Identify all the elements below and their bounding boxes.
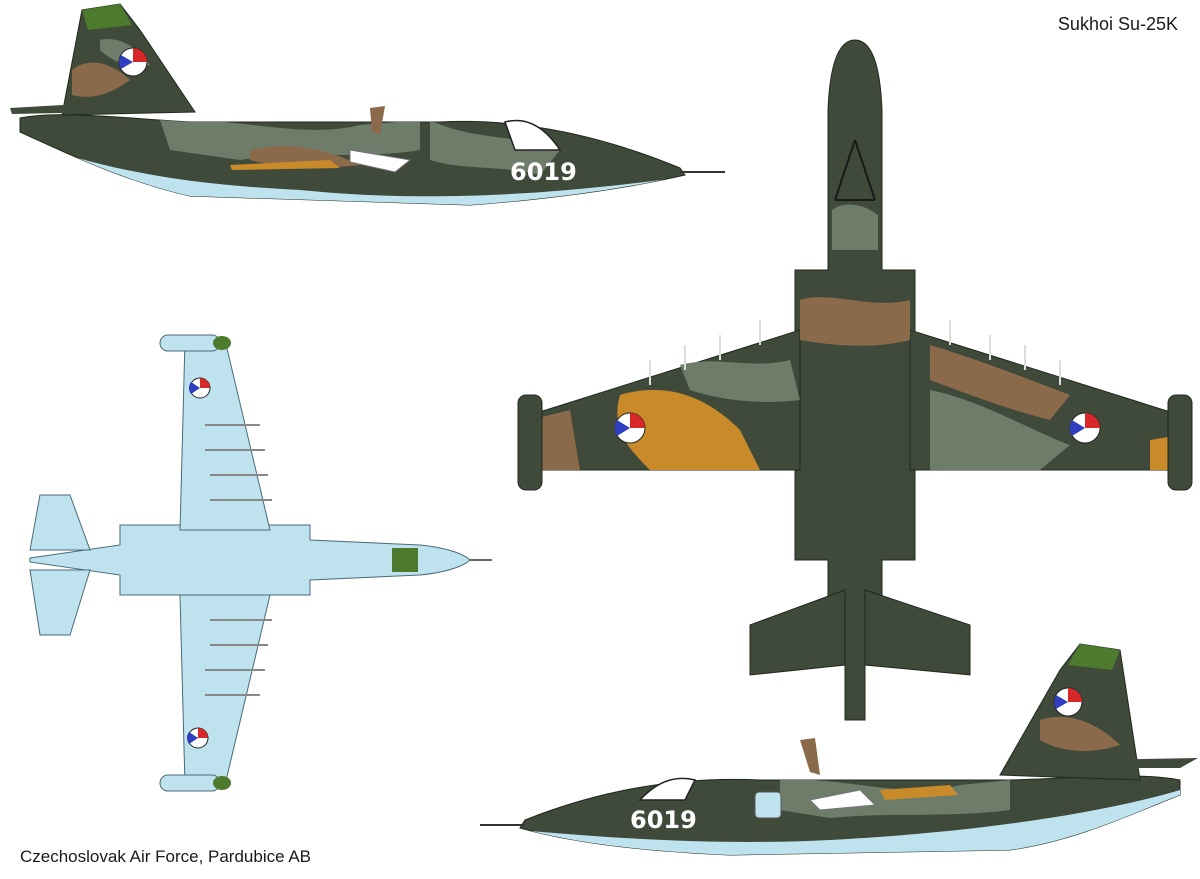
tailplane-right <box>864 589 971 676</box>
side-view-right: 6019 <box>480 643 1198 856</box>
roundel-bottom-lower <box>186 727 209 749</box>
roundel-left-wing <box>614 412 646 444</box>
bottom-view <box>29 334 492 792</box>
bottom-right-wing <box>179 594 271 786</box>
canopy <box>504 119 562 151</box>
fuselage-bottom <box>29 524 471 596</box>
top-view <box>517 39 1193 721</box>
roundel-tail-right <box>1053 687 1083 717</box>
horizontal-stabilizer <box>10 104 110 114</box>
fuselage-top <box>794 39 916 721</box>
roundel-bottom-upper <box>189 377 211 399</box>
tailplane <box>749 589 846 676</box>
bottom-left-wing <box>179 339 271 531</box>
roundel-right-wing <box>1069 412 1101 444</box>
serial-number: 6019 <box>510 158 577 186</box>
side-view-left: 6019 <box>10 3 725 206</box>
serial-number-right: 6019 <box>630 806 697 834</box>
caption: Czechoslovak Air Force, Pardubice AB <box>20 847 312 866</box>
aircraft-title: Sukhoi Su-25K <box>1057 14 1178 34</box>
canopy-right <box>638 777 697 801</box>
